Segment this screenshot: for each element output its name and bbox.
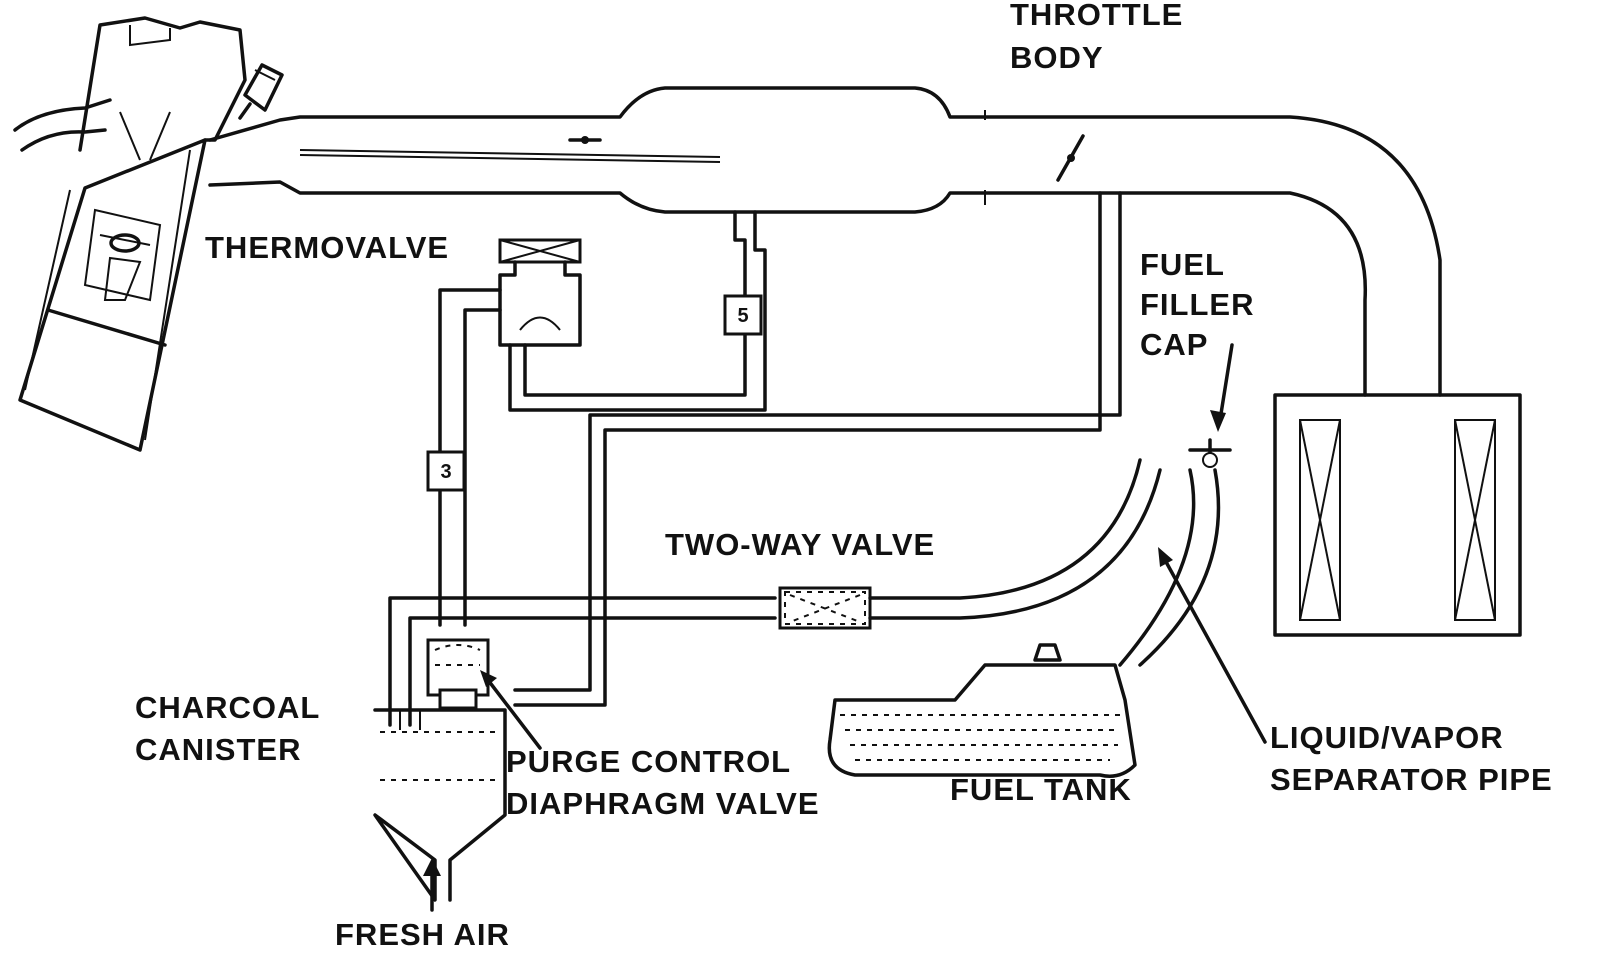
- label-charcoal-canister-2: CANISTER: [135, 732, 301, 767]
- purge-control-diaphragm-valve: [426, 638, 490, 710]
- label-fuel-filler-cap-3: CAP: [1140, 327, 1208, 362]
- hose-3-marker: 3: [426, 450, 466, 492]
- label-throttle-body-1: THROTTLE: [1010, 0, 1183, 32]
- svg-text:3: 3: [440, 461, 451, 483]
- fuel-tank: [827, 438, 1232, 778]
- leader-arrows: [423, 343, 1267, 912]
- diagram-labels: THROTTLE BODY THERMOVALVE FUEL FILLER CA…: [135, 0, 1553, 952]
- air-cleaner: [1273, 393, 1522, 637]
- label-purge-control-1: PURGE CONTROL: [506, 744, 791, 779]
- svg-text:5: 5: [737, 305, 748, 327]
- two-way-valve: [778, 458, 1162, 630]
- hose-5-marker: 5: [723, 294, 763, 336]
- label-fresh-air: FRESH AIR: [335, 917, 510, 952]
- label-throttle-body-2: BODY: [1010, 40, 1104, 75]
- label-purge-control-2: DIAPHRAGM VALVE: [506, 786, 820, 821]
- label-two-way-valve: TWO-WAY VALVE: [665, 527, 935, 562]
- vacuum-hoses: [388, 191, 1122, 727]
- label-fuel-filler-cap-2: FILLER: [1140, 287, 1255, 322]
- label-separator-pipe-2: SEPARATOR PIPE: [1270, 762, 1553, 797]
- thermovalve: [498, 238, 582, 347]
- label-fuel-tank: FUEL TANK: [950, 772, 1132, 807]
- intake-duct: [208, 86, 1442, 397]
- label-charcoal-canister-1: CHARCOAL: [135, 690, 320, 725]
- charcoal-canister: [373, 708, 507, 902]
- label-thermovalve: THERMOVALVE: [205, 230, 449, 265]
- engine-cylinder: [13, 16, 284, 452]
- label-separator-pipe-1: LIQUID/VAPOR: [1270, 720, 1504, 755]
- label-fuel-filler-cap-1: FUEL: [1140, 247, 1225, 282]
